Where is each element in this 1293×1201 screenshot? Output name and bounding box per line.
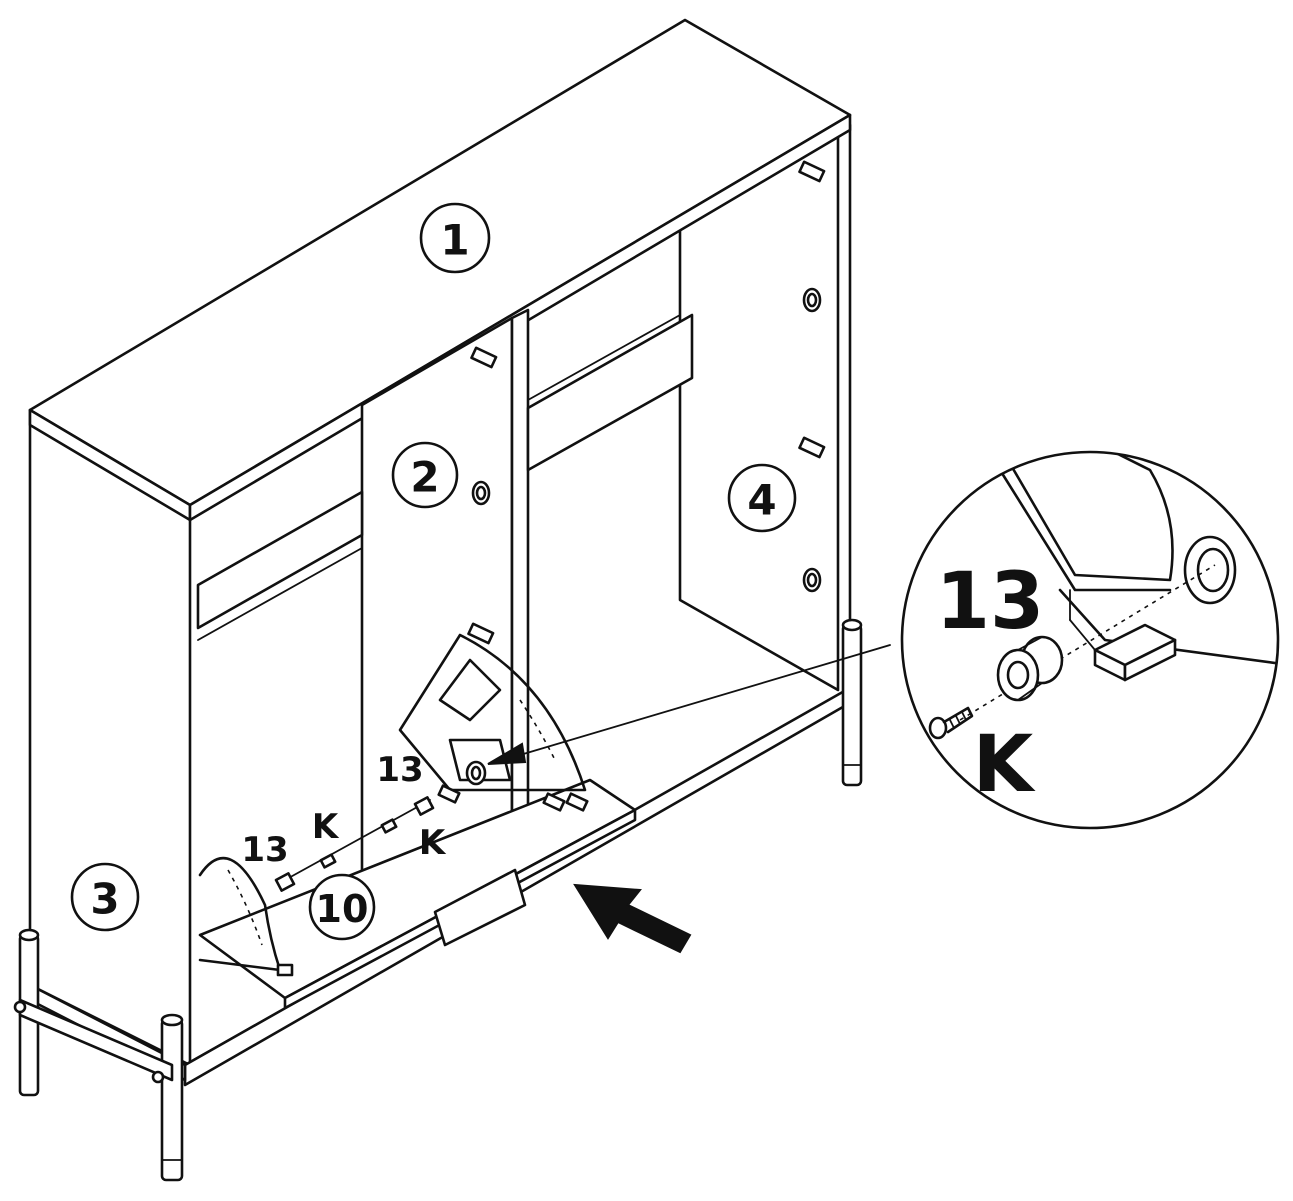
leader-arrow-icon [487,644,891,765]
shelf-pin [798,160,826,183]
hinge-hole [465,760,487,786]
label-hinge-cup-lower: 13 [241,830,288,870]
hinge-rod [274,796,435,892]
svg-text:1: 1 [440,216,469,265]
label-hinge-cup-upper: 13 [376,750,423,790]
flap-door [198,622,637,1010]
magnifier-detail-circle: 13 K [900,450,1280,830]
cam-hole [802,287,822,313]
callout-left-side-panel: 3 [70,862,140,932]
hinge-cup-lower [274,872,296,892]
right-rail [526,313,694,472]
door-handle [433,868,527,947]
hinge-bracket-upper [398,622,589,812]
svg-text:4: 4 [747,476,776,525]
svg-text:3: 3 [90,875,119,924]
label-screw-upper: K [312,807,340,847]
label-screw-lower: K [419,823,447,863]
left-rail [196,490,364,630]
screw-upper [380,818,398,834]
callout-middle-divider: 2 [391,441,459,509]
middle-divider [360,316,514,907]
svg-text:2: 2 [410,453,439,502]
cam-hole [802,567,822,593]
shelf-pin [798,436,826,459]
callout-flap-door: 10 [308,873,376,941]
shelf-pin [470,346,498,369]
svg-text:10: 10 [316,887,369,931]
leg-back-right [841,618,863,787]
push-arrow-icon [573,883,692,954]
callout-right-side-panel: 4 [727,463,797,533]
screw-lower [319,853,337,869]
cam-hole [471,480,491,506]
hinge-bracket-lower [198,856,294,977]
detail-hinge-cup [996,635,1064,702]
leg-front-center [160,1013,184,1182]
leg-screw [13,1000,27,1014]
left-side-panel [28,408,192,1067]
hinge-cup-upper [413,796,435,816]
detail-screw [928,706,974,740]
leg-screw [151,1070,165,1084]
middle-divider-edge [510,308,530,820]
callout-top-panel: 1 [419,202,491,274]
detail-label-screw: K [973,720,1036,810]
legs [13,618,863,1182]
detail-label-hinge-cup: 13 [936,557,1045,647]
